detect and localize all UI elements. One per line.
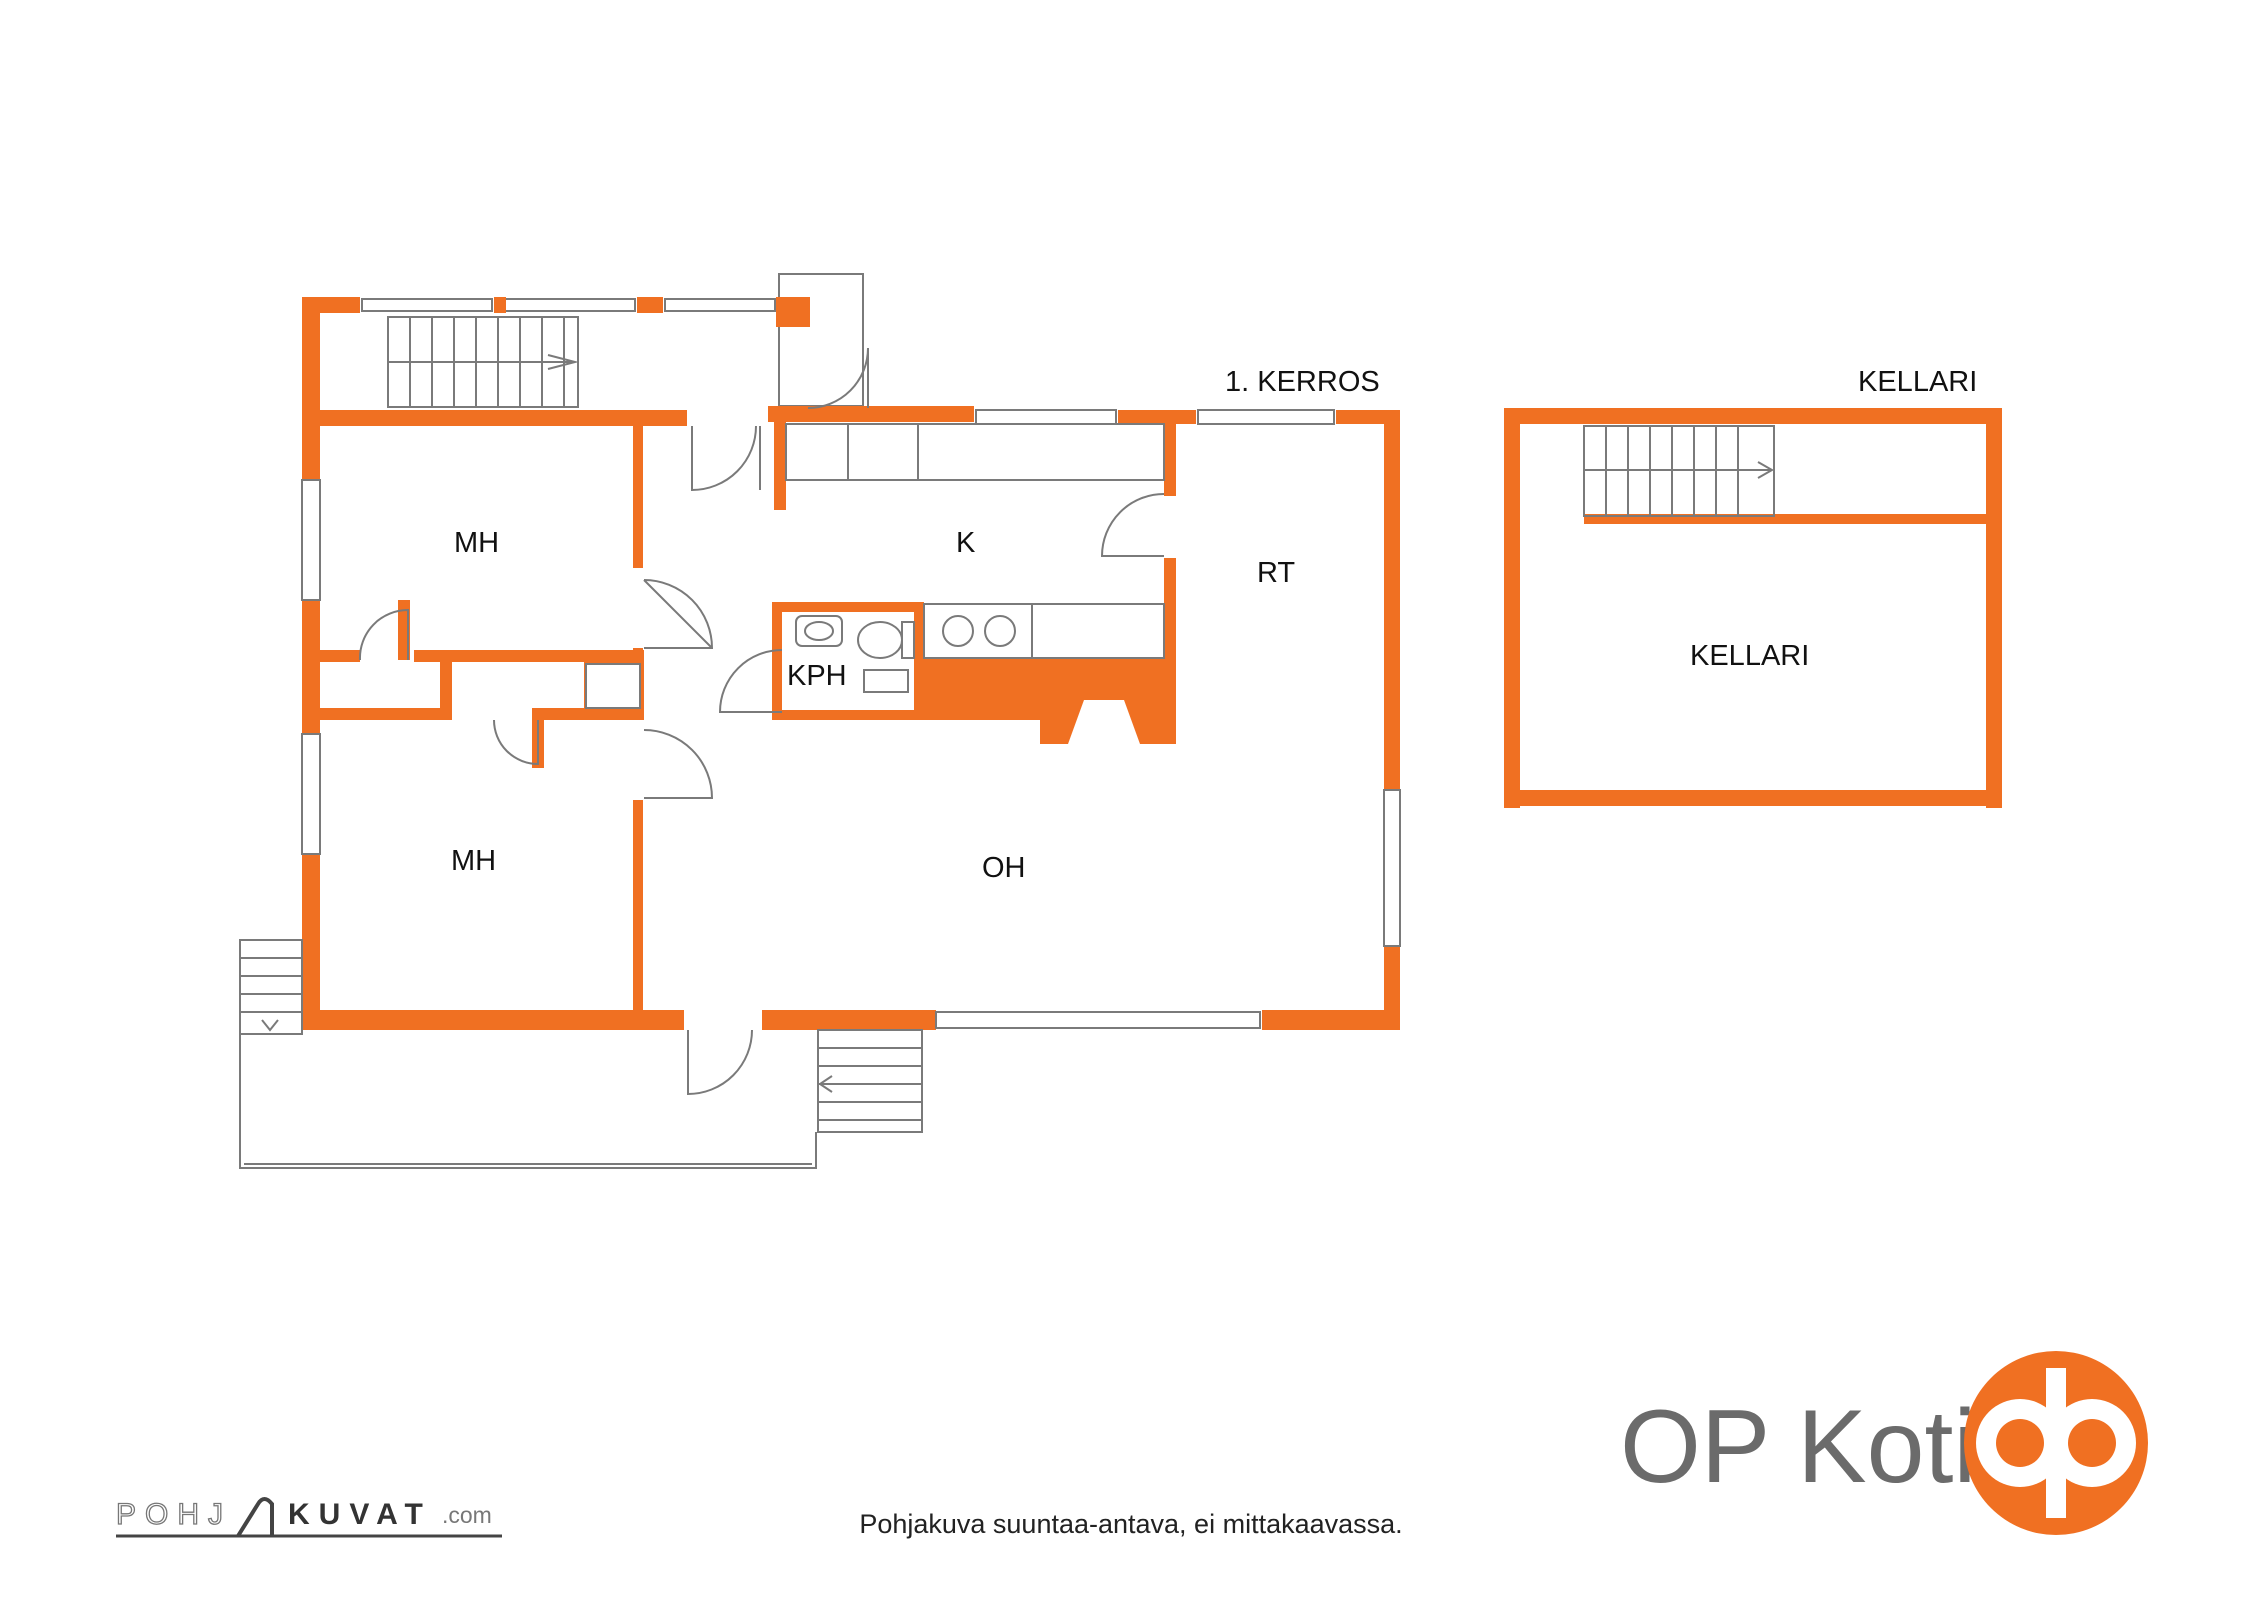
basement-floor	[1504, 408, 2002, 808]
disclaimer-text: Pohjakuva suuntaa-antava, ei mittakaavas…	[859, 1509, 1402, 1539]
kitchen-counters	[785, 423, 1165, 659]
room-label-dining: RT	[1257, 557, 1295, 589]
basement-walls	[1504, 408, 2002, 808]
room-label-mh-upper: MH	[454, 527, 499, 559]
floor-label-basement: KELLARI	[1858, 366, 1977, 398]
credit-left: POHJ	[116, 1498, 232, 1531]
porch-windows	[361, 298, 776, 312]
room-label-living: OH	[982, 852, 1026, 884]
room-label-cellar: KELLARI	[1690, 640, 1809, 672]
chimney-outline	[778, 273, 864, 407]
closet	[585, 663, 641, 709]
first-floor	[239, 273, 1401, 1169]
credit-swoosh	[236, 1497, 274, 1538]
brand-name: OP Koti	[1620, 1389, 1976, 1505]
pohjakuvat-logo: POHJ KUVAT .com	[115, 1497, 502, 1538]
doors	[358, 347, 1165, 1096]
windows	[301, 409, 1401, 1029]
credit-right: KUVAT	[288, 1498, 432, 1531]
bathroom-fixtures	[795, 615, 915, 693]
op-logo-icon	[1964, 1351, 2148, 1535]
rear-stairs	[817, 1029, 923, 1133]
terrace	[239, 939, 817, 1169]
credit-suffix: .com	[442, 1502, 492, 1528]
basement-stairs	[1583, 425, 1775, 517]
entry-stairs	[387, 316, 579, 408]
room-label-kitchen: K	[956, 527, 976, 559]
floor-label-first: 1. KERROS	[1225, 366, 1380, 398]
room-label-bathroom: KPH	[787, 660, 847, 692]
room-label-mh-lower: MH	[451, 845, 496, 877]
fireplace	[1068, 700, 1140, 744]
